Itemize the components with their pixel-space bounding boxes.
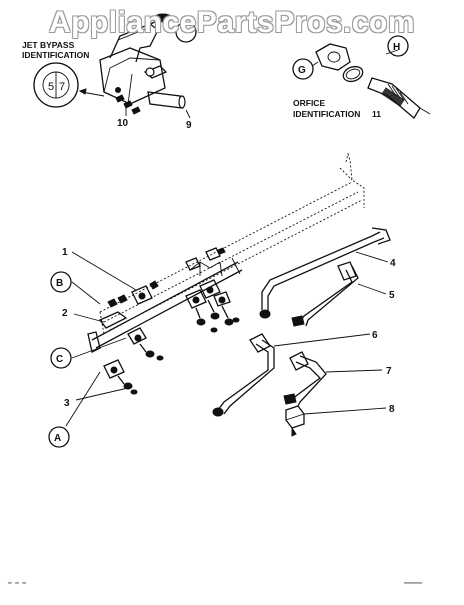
callout-b-circle (50, 271, 72, 293)
callout-b: B (56, 278, 63, 289)
callout-6: 6 (372, 330, 378, 341)
jet-bypass-callout: JET BYPASS IDENTIFICATION 5 7 (22, 40, 89, 108)
badge-number-left: 5 (48, 81, 54, 93)
orifice-caption-1: ORFICE (293, 98, 325, 108)
callout-h: H (393, 42, 400, 53)
callout-8: 8 (389, 404, 395, 415)
callout-2: 2 (62, 308, 68, 319)
callout-c: C (56, 354, 63, 365)
jet-bypass-caption-2: IDENTIFICATION (22, 50, 89, 60)
callout-7: 7 (386, 366, 392, 377)
orifice-callout: G H ORFICE IDENTIFICATION 11 (292, 35, 431, 119)
burner-valve-assembly (78, 13, 191, 119)
watermark: AppliancePartsPros.com (48, 6, 416, 39)
jet-bypass-caption-1: JET BYPASS (22, 40, 75, 50)
callout-10: 10 (117, 118, 129, 129)
orifice-caption-2: IDENTIFICATION (293, 109, 360, 119)
callout-3: 3 (64, 398, 70, 409)
badge-number-right: 7 (59, 81, 65, 93)
callout-9: 9 (186, 120, 192, 131)
manifold-pipe (87, 257, 243, 353)
orifice-caption-number: 11 (372, 109, 381, 119)
footer-mark-right: ━━━━━ (404, 580, 423, 587)
callout-leaders (65, 251, 389, 427)
valves (103, 247, 240, 395)
callout-c-circle (50, 347, 72, 369)
callout-5: 5 (389, 290, 395, 301)
callout-4: 4 (390, 258, 396, 269)
footer-mark-left: ━ ━ ━ (8, 580, 27, 587)
callout-a-circle (48, 426, 70, 448)
callout-1: 1 (62, 247, 68, 258)
jet-bypass-badge (33, 62, 79, 108)
callout-g: G (298, 65, 306, 76)
callout-a: A (54, 433, 61, 444)
callout-g-circle (292, 58, 314, 80)
callout-h-circle (387, 35, 409, 57)
callout-f-circle (175, 21, 197, 43)
gas-tubes (212, 227, 391, 437)
